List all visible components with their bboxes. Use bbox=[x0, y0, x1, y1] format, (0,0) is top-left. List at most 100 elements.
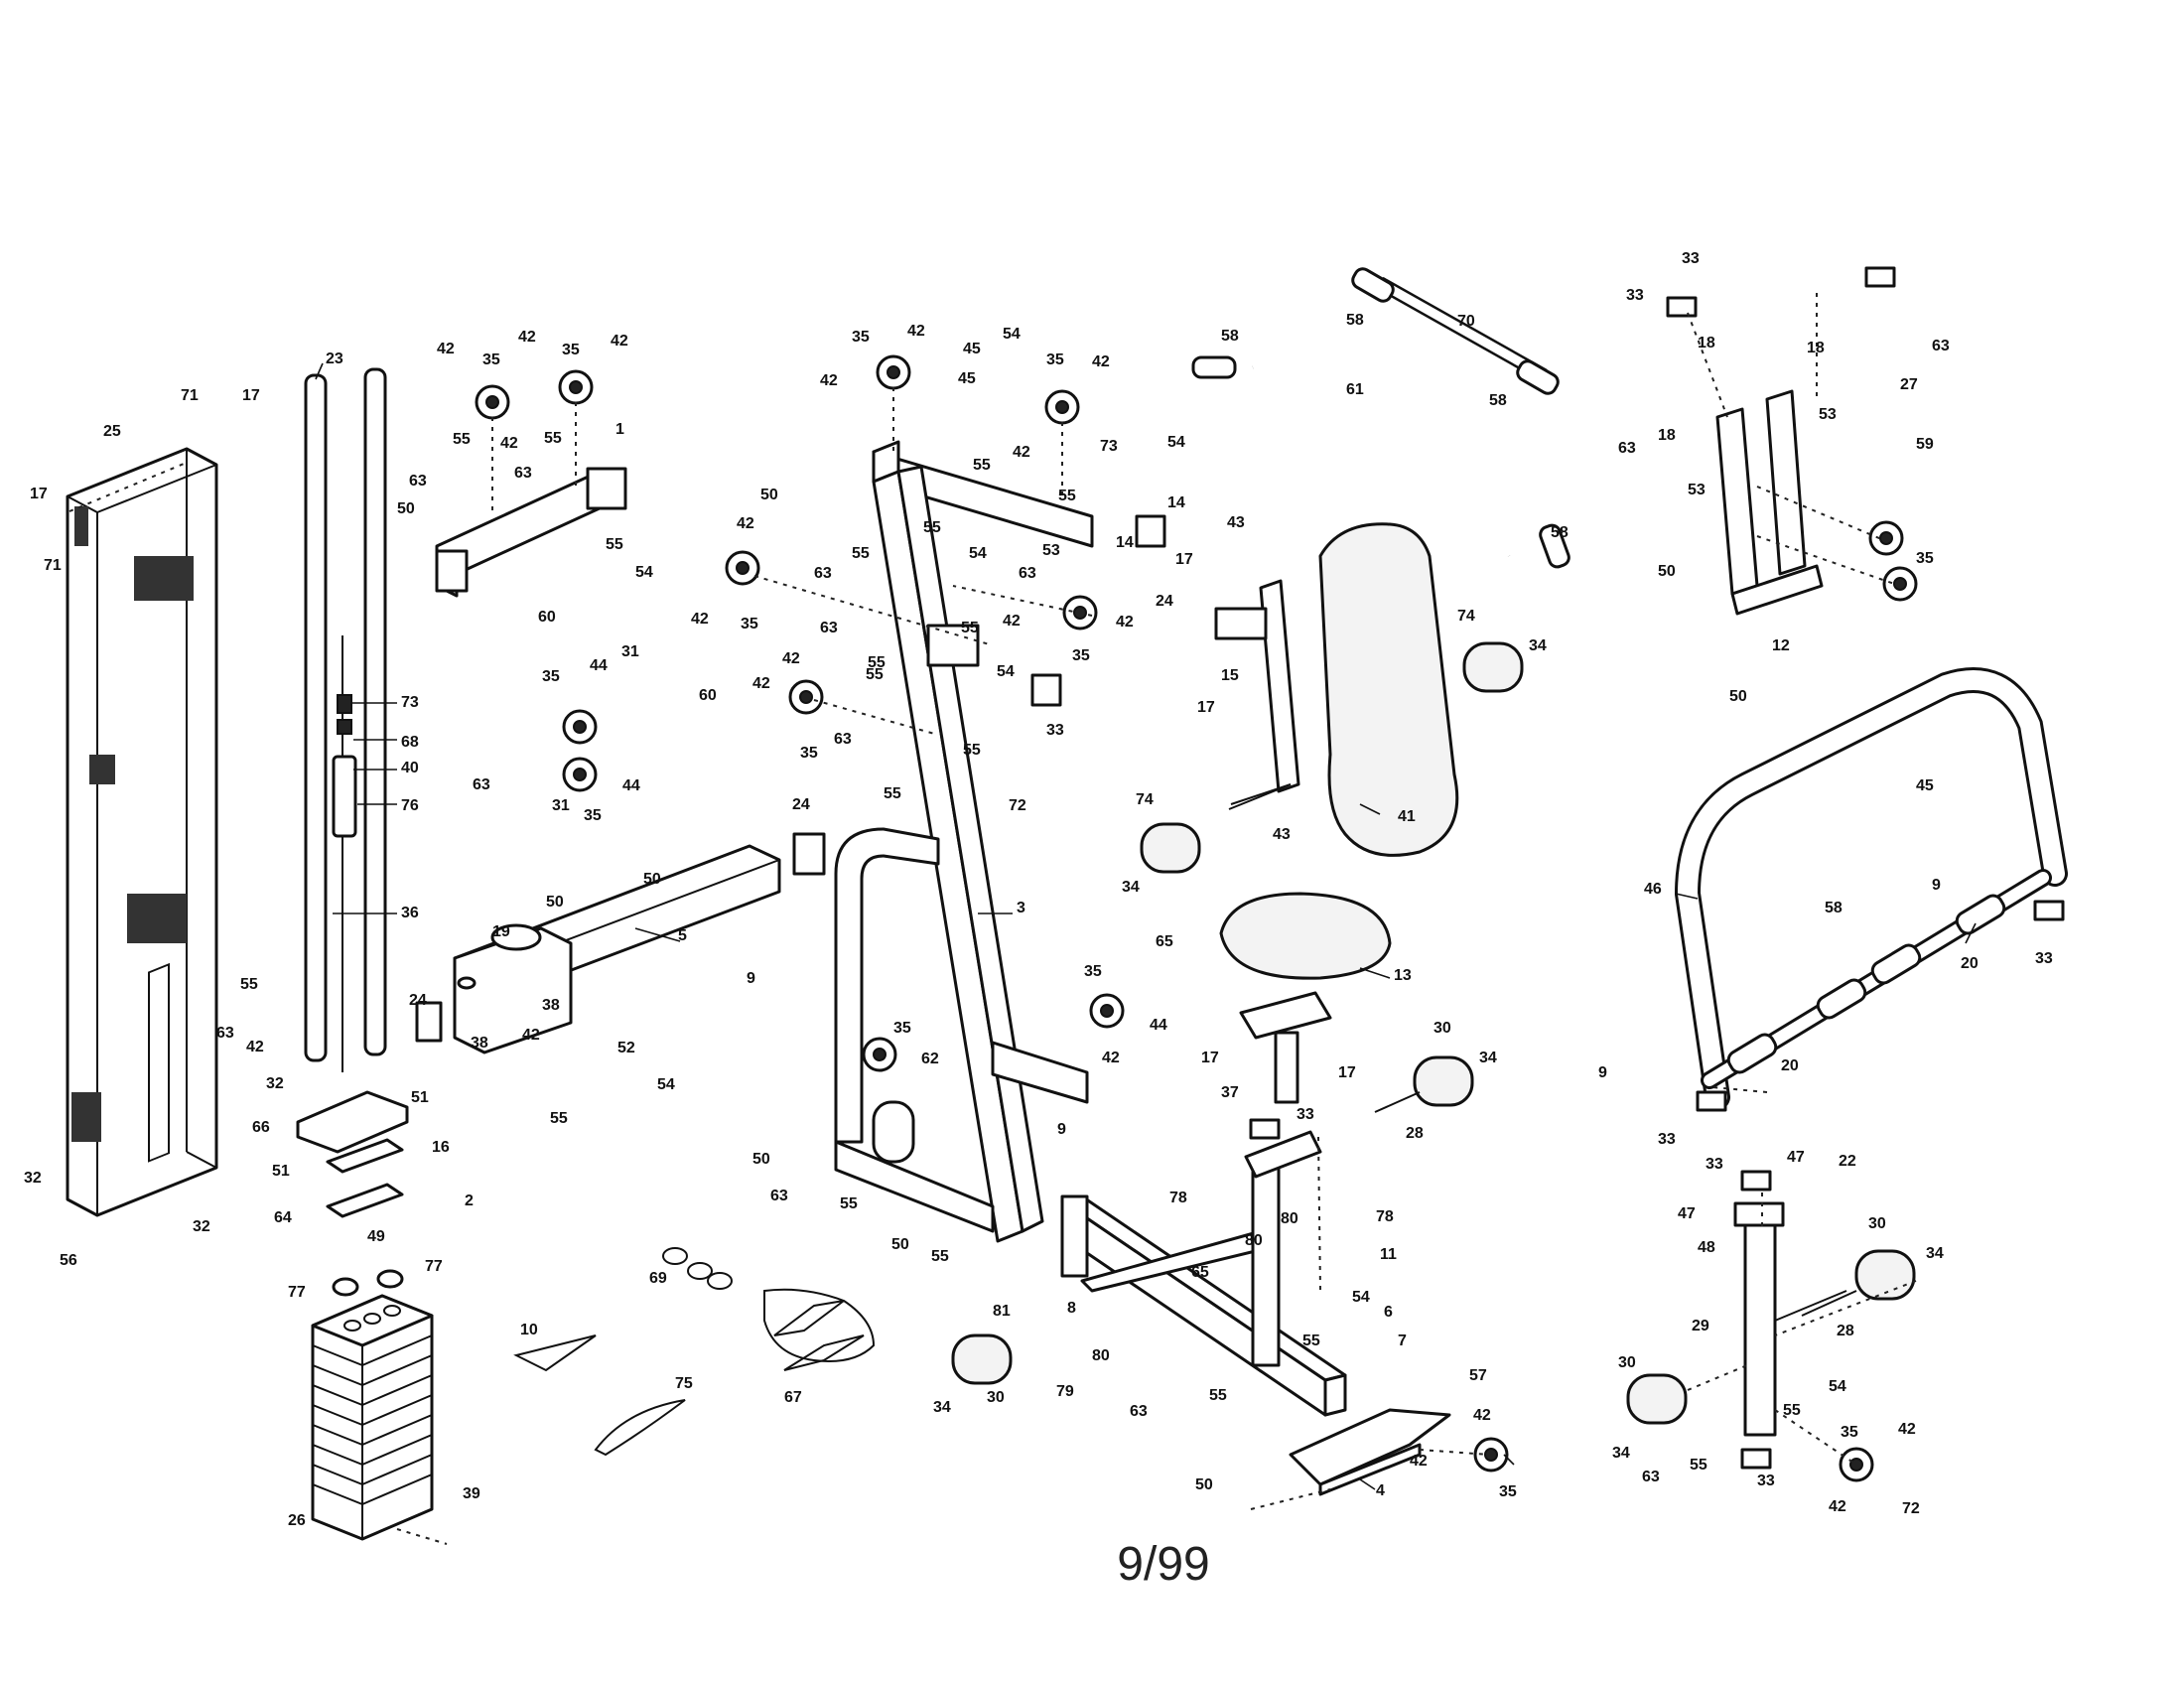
callout-label: 17 bbox=[1338, 1064, 1356, 1081]
u-frame-part bbox=[1674, 667, 2068, 1110]
callout-label: 24 bbox=[792, 796, 810, 813]
callout-label: 18 bbox=[1658, 427, 1676, 444]
callout-label: 16 bbox=[432, 1139, 450, 1156]
callout-label: 55 bbox=[931, 1248, 949, 1265]
callout-label: 42 bbox=[522, 1027, 540, 1044]
callout-label: 55 bbox=[544, 430, 562, 447]
callout-label: 55 bbox=[868, 654, 886, 671]
callout-label: 30 bbox=[987, 1389, 1005, 1406]
callout-label: 13 bbox=[1394, 967, 1412, 984]
callout-label: 80 bbox=[1092, 1347, 1110, 1364]
callout-label: 53 bbox=[1819, 406, 1837, 423]
callout-label: 47 bbox=[1678, 1205, 1696, 1222]
callout-label: 54 bbox=[997, 663, 1015, 680]
leader-lines bbox=[315, 362, 1977, 1490]
callout-label: 9 bbox=[1057, 1121, 1066, 1138]
callout-label: 35 bbox=[852, 329, 870, 346]
callout-label: 34 bbox=[1926, 1245, 1944, 1262]
pulley-icon bbox=[1868, 520, 1904, 556]
callout-label: 14 bbox=[1116, 534, 1134, 551]
callout-label: 55 bbox=[240, 976, 258, 993]
callout-labels: 1 2 3 4 5 6 7 8 9 9 9 9 10 11 12 13 14 1… bbox=[24, 250, 2053, 1529]
callout-label: 80 bbox=[1281, 1210, 1298, 1227]
callout-label: 63 bbox=[1932, 338, 1950, 354]
callout-label: 54 bbox=[1829, 1378, 1846, 1395]
callout-label: 58 bbox=[1825, 900, 1843, 916]
callout-label: 63 bbox=[834, 731, 852, 748]
callout-label: 55 bbox=[884, 785, 901, 802]
callout-label: 19 bbox=[492, 923, 510, 940]
callout-label: 77 bbox=[425, 1258, 443, 1275]
callout-label: 60 bbox=[538, 609, 556, 626]
callout-label: 45 bbox=[958, 370, 976, 387]
callout-label: 35 bbox=[800, 745, 818, 762]
callout-label: 17 bbox=[1197, 699, 1215, 716]
callout-label: 35 bbox=[542, 668, 560, 685]
callout-label: 78 bbox=[1376, 1208, 1394, 1225]
callout-label: 42 bbox=[782, 650, 800, 667]
callout-label: 33 bbox=[1706, 1156, 1723, 1173]
callout-label: 34 bbox=[1479, 1050, 1497, 1066]
callout-label: 72 bbox=[1009, 797, 1026, 814]
callout-label: 66 bbox=[252, 1119, 270, 1136]
pulley-icon bbox=[1089, 993, 1125, 1029]
weight-stack-part bbox=[311, 1269, 434, 1541]
callout-label: 63 bbox=[216, 1025, 234, 1042]
callout-label: 33 bbox=[1046, 722, 1064, 739]
callout-label: 35 bbox=[482, 351, 500, 368]
roller-pad-parts bbox=[951, 641, 1916, 1425]
callout-label: 72 bbox=[1902, 1500, 1920, 1517]
callout-label: 40 bbox=[401, 760, 419, 776]
callout-label: 79 bbox=[1056, 1383, 1074, 1400]
callout-label: 61 bbox=[1346, 381, 1364, 398]
callout-label: 35 bbox=[562, 342, 580, 358]
callout-label: 65 bbox=[1191, 1264, 1209, 1281]
callout-label: 54 bbox=[1003, 326, 1021, 343]
top-plate-parts bbox=[296, 1090, 409, 1218]
callout-label: 50 bbox=[752, 1151, 770, 1168]
callout-label: 42 bbox=[1102, 1050, 1120, 1066]
lower-arm-part bbox=[453, 844, 781, 1054]
callout-label: 64 bbox=[274, 1209, 292, 1226]
callout-label: 35 bbox=[1841, 1424, 1858, 1441]
callout-label: 4 bbox=[1376, 1482, 1385, 1499]
callout-label: 81 bbox=[993, 1303, 1011, 1320]
pulley-icon bbox=[1044, 389, 1080, 425]
callout-label: 60 bbox=[699, 687, 717, 704]
callout-label: 42 bbox=[1829, 1498, 1846, 1515]
callout-label: 55 bbox=[453, 431, 471, 448]
callout-label: 65 bbox=[1156, 933, 1173, 950]
callout-label: 35 bbox=[893, 1020, 911, 1037]
callout-label: 50 bbox=[1195, 1476, 1213, 1493]
callout-label: 38 bbox=[471, 1035, 488, 1052]
callout-label: 44 bbox=[590, 657, 608, 674]
backrest-part bbox=[1318, 522, 1459, 857]
foot-plate-part bbox=[1289, 1408, 1451, 1496]
callout-label: 44 bbox=[1150, 1017, 1167, 1034]
callout-label: 58 bbox=[1346, 312, 1364, 329]
callout-label: 63 bbox=[409, 473, 427, 490]
callout-label: 35 bbox=[1072, 647, 1090, 664]
callout-label: 38 bbox=[542, 997, 560, 1014]
callout-label: 15 bbox=[1221, 667, 1239, 684]
callout-label: 22 bbox=[1839, 1153, 1856, 1170]
shroud-panel-part bbox=[66, 447, 218, 1217]
callout-label: 53 bbox=[1688, 482, 1706, 498]
callout-label: 62 bbox=[921, 1051, 939, 1067]
callout-label: 8 bbox=[1067, 1300, 1076, 1317]
callout-label: 42 bbox=[1092, 353, 1110, 370]
callout-label: 71 bbox=[181, 387, 199, 404]
callout-label: 42 bbox=[1003, 613, 1021, 630]
callout-label: 42 bbox=[737, 515, 754, 532]
callout-label: 49 bbox=[367, 1228, 385, 1245]
pulley-icon bbox=[876, 354, 911, 390]
callout-label: 33 bbox=[1658, 1131, 1676, 1148]
callout-label: 50 bbox=[760, 487, 778, 503]
main-frame-part bbox=[834, 440, 1094, 1243]
callout-label: 9 bbox=[747, 970, 755, 987]
callout-label: 2 bbox=[465, 1193, 474, 1209]
assembly-lines bbox=[68, 293, 1917, 1545]
callout-label: 17 bbox=[1201, 1050, 1219, 1066]
callout-label: 42 bbox=[246, 1039, 264, 1055]
accessory-parts bbox=[415, 266, 2065, 1470]
